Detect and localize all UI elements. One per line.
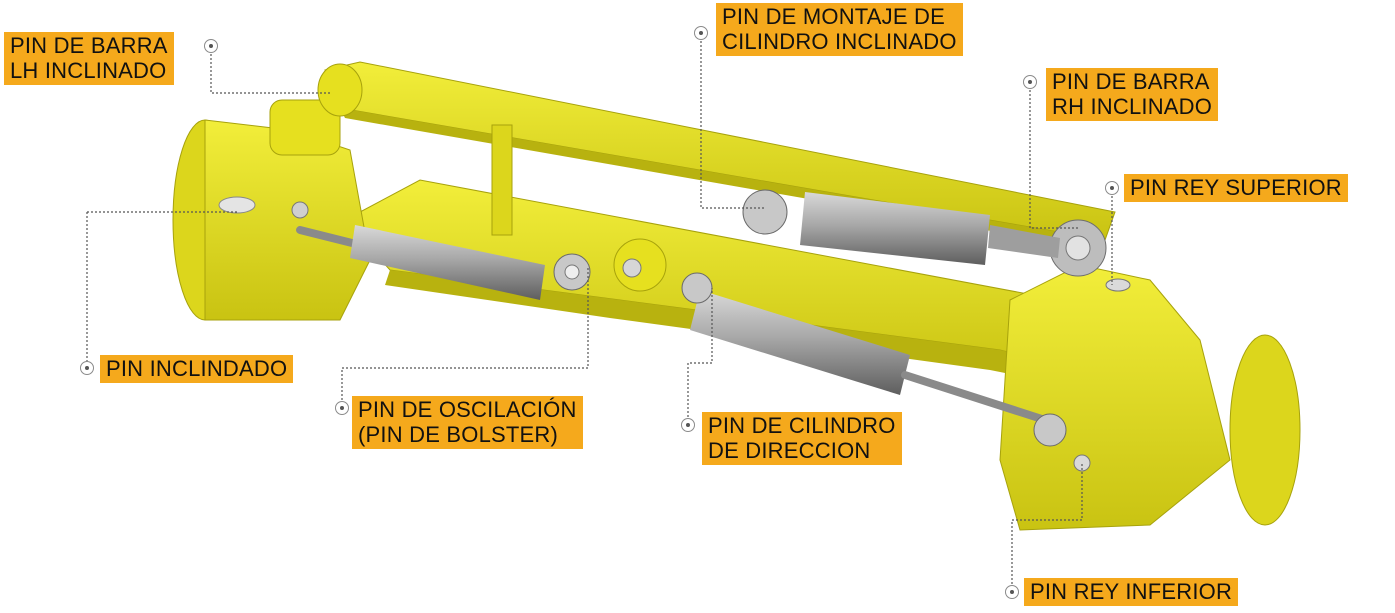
label-pin-rey-inferior: PIN REY INFERIOR: [1024, 578, 1239, 606]
marker-pin-cilindro-direccion: [681, 418, 695, 432]
label-pin-barra-rh: PIN DE BARRA RH INCLINADO: [1046, 68, 1219, 121]
label-line: RH INCLINADO: [1052, 94, 1213, 119]
label-line: PIN DE BARRA: [1052, 69, 1210, 94]
marker-pin-montaje-cilindro: [694, 26, 708, 40]
label-pin-montaje-cilindro: PIN DE MONTAJE DE CILINDRO INCLINADO: [716, 3, 963, 56]
label-line: PIN DE BARRA: [10, 33, 168, 58]
steering-cylinder: [681, 272, 1067, 447]
label-line: PIN DE MONTAJE DE: [722, 4, 946, 29]
label-pin-barra-lh: PIN DE BARRA LH INCLINADO: [4, 32, 174, 85]
label-line: PIN REY SUPERIOR: [1130, 175, 1342, 200]
label-pin-oscilacion: PIN DE OSCILACIÓN (PIN DE BOLSTER): [352, 396, 583, 449]
marker-pin-barra-rh: [1023, 75, 1037, 89]
label-line: DE DIRECCION: [708, 438, 871, 463]
label-pin-rey-superior: PIN REY SUPERIOR: [1124, 174, 1348, 202]
label-pin-cilindro-direccion: PIN DE CILINDRO DE DIRECCION: [702, 412, 902, 465]
top-tilt-cylinder: [742, 189, 1060, 265]
oscillation-pin-part: [613, 238, 667, 292]
marker-pin-rey-superior: [1105, 181, 1119, 195]
left-tilt-cylinder: [296, 225, 591, 300]
label-line: LH INCLINADO: [10, 58, 167, 83]
label-line: PIN INCLINDADO: [106, 356, 288, 381]
label-line: (PIN DE BOLSTER): [358, 422, 559, 447]
marker-pin-barra-lh: [204, 39, 218, 53]
label-line: PIN DE OSCILACIÓN: [358, 397, 577, 422]
left-hub: [172, 63, 371, 321]
label-line: PIN DE CILINDRO: [708, 413, 896, 438]
label-line: PIN REY INFERIOR: [1030, 579, 1233, 604]
label-pin-inclindado: PIN INCLINDADO: [100, 355, 294, 383]
marker-pin-rey-inferior: [1005, 585, 1019, 599]
marker-pin-inclindado: [80, 361, 94, 375]
label-line: CILINDRO INCLINADO: [722, 29, 957, 54]
leader-lines: [86, 33, 1113, 592]
marker-pin-oscilacion: [335, 401, 349, 415]
right-hub: [999, 219, 1301, 531]
